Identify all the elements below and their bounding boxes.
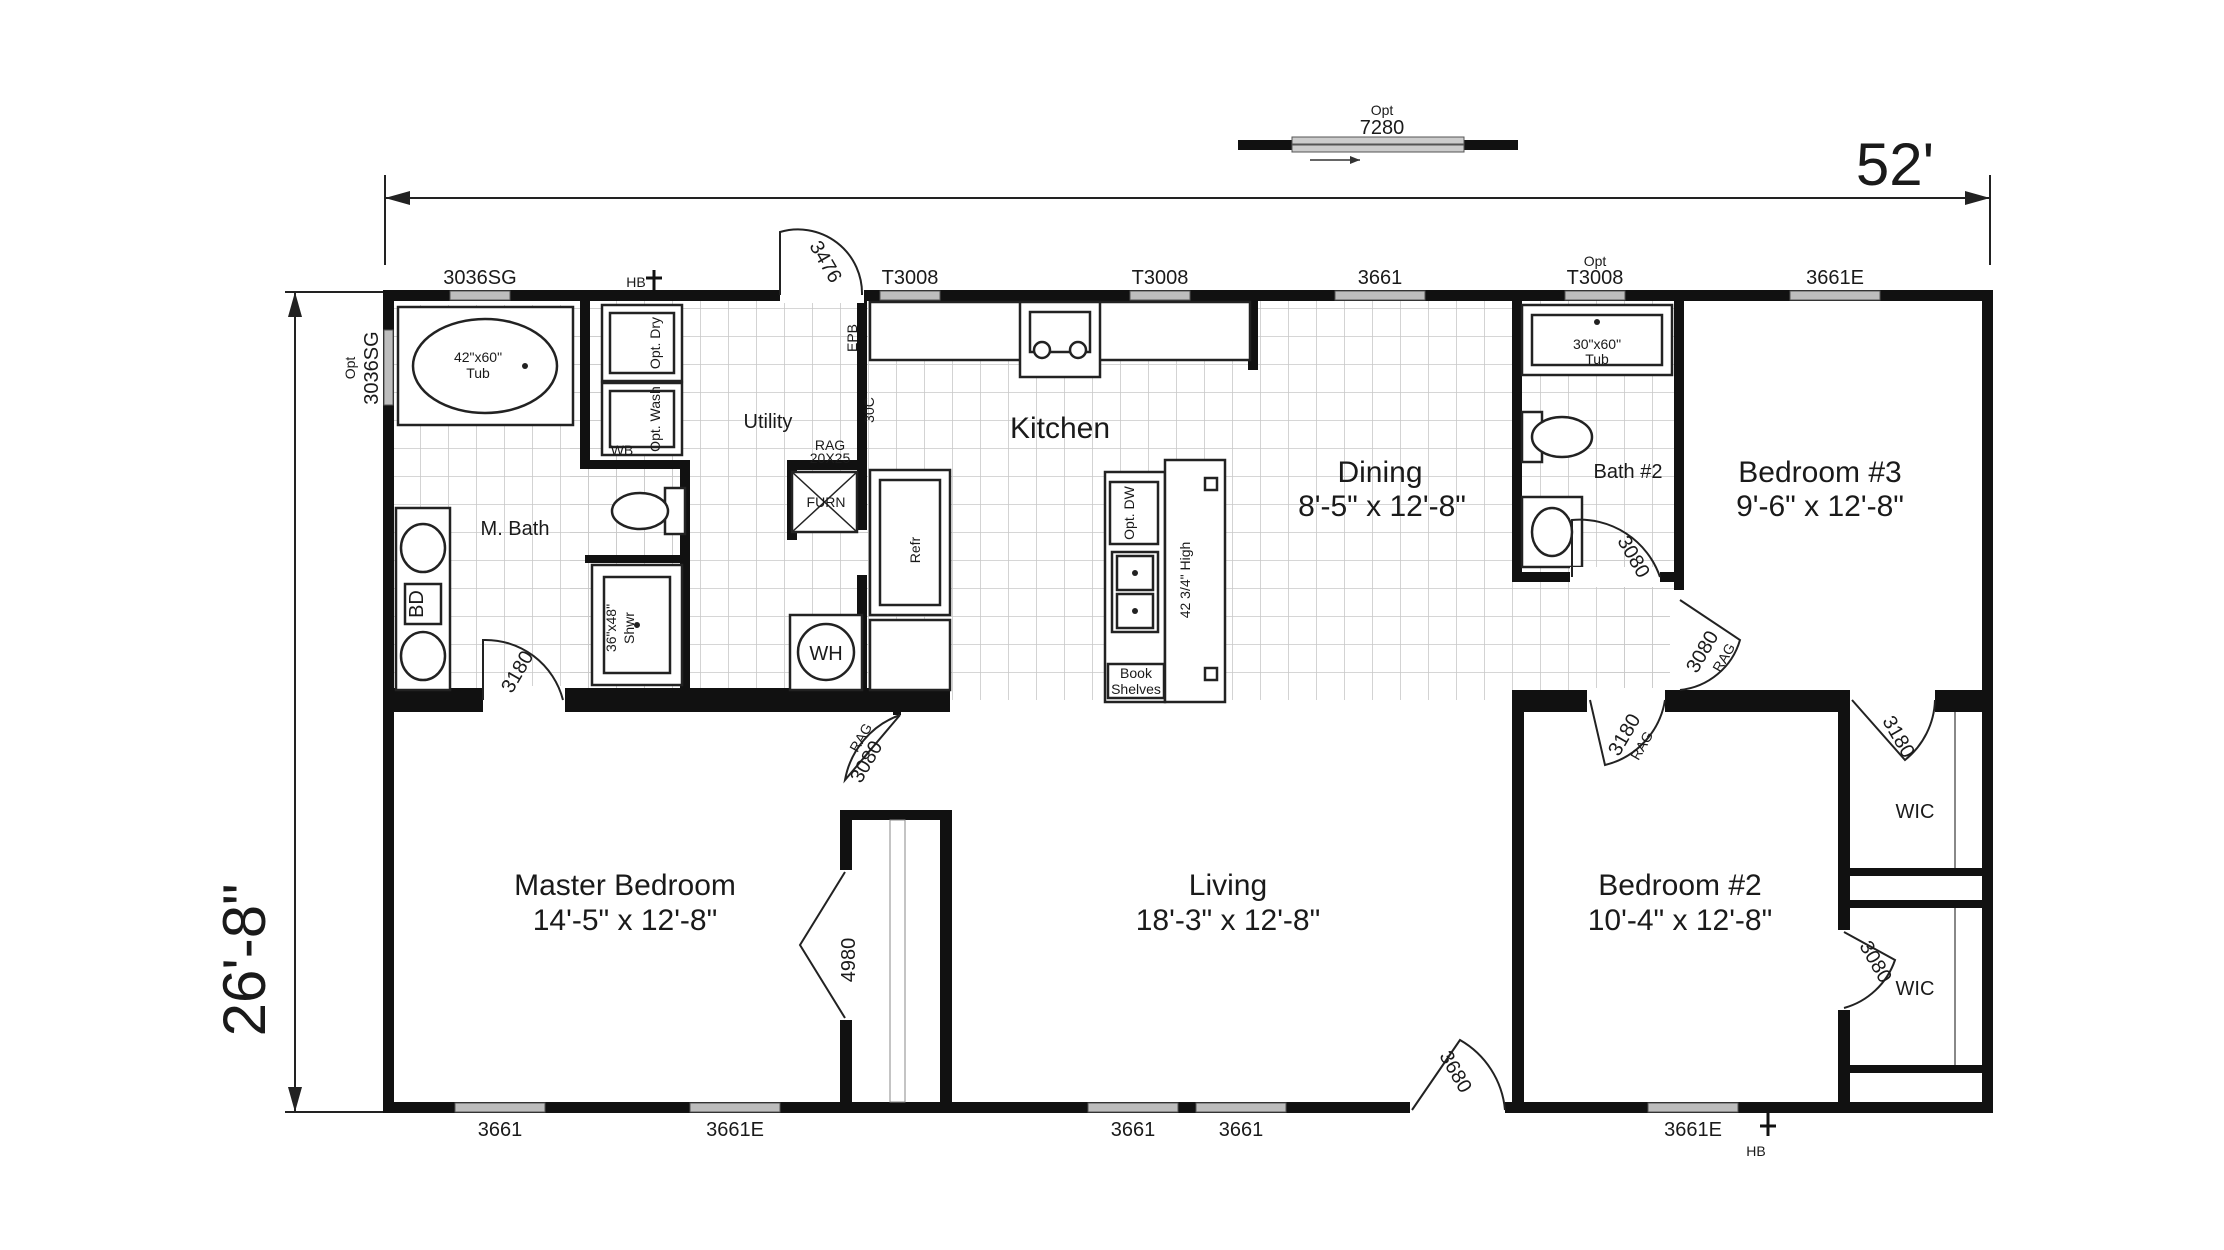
opt-wash-label: Opt. Wash [647,386,663,452]
hb-bottom-label: HB [1746,1143,1765,1159]
book-shelves-label-1: Book [1120,665,1153,681]
wb-label: WB [611,442,634,458]
window-t3008-c: T3008 [1567,267,1624,289]
utility-label: Utility [744,411,793,433]
tub-master-sub: Tub [466,365,490,381]
entry-door-top: 3476 [779,228,864,303]
epb-label: EPB [844,324,860,352]
window-3661-top: 3661 [1358,267,1403,289]
bd-label: BD [406,590,428,618]
tub-bath2-size: 30"x60" [1573,336,1621,352]
door-4980: 4980 [838,938,860,983]
windows-top: 3036SG T3008 T3008 3661 Opt T3008 3661E … [342,253,1881,406]
door-3080-wic: 3080 [1855,937,1896,987]
window-opt-left: Opt [342,357,358,380]
rag-furn-size: 20X25 [810,450,851,466]
hb-top-label: HB [626,274,645,290]
utility-fixtures: Opt. Dry Opt. Wash WB Utility EPB 30C FU… [600,303,877,692]
refr-label: Refr [907,536,923,563]
living-size: 18'-3" x 12'-8" [1136,904,1321,937]
dining-room: Dining 8'-5" x 12'-8" [1298,456,1466,523]
door-30c-label: 30C [861,397,877,423]
interior-walls [383,300,1990,1110]
wic-1-label: WIC [1896,801,1935,823]
window-3661e-bottom-b: 3661E [1664,1119,1722,1141]
bedroom2-size: 10'-4" x 12'-8" [1588,904,1773,937]
opt-7280-door: Opt 7280 [1238,102,1518,164]
tub-master-size: 42"x60" [454,349,502,365]
overall-width-label: 52' [1856,131,1934,198]
bedroom3-size: 9'-6" x 12'-8" [1736,490,1904,523]
shower-sub: Shwr [621,612,637,644]
master-bedroom-size: 14'-5" x 12'-8" [533,904,718,937]
walk-in-closets: WIC WIC 3180 3080 [1836,688,1956,1065]
bath2-fixtures: 30"x60" Tub Bath #2 3080 [1520,303,1674,587]
width-dimension: 52' [384,131,1991,265]
window-3661e-top: 3661E [1806,267,1864,289]
bar-height-label: 42 3/4" High [1177,542,1193,619]
master-bath-fixtures: 42"x60" Tub BD M. Bath 36"x48" Shwr 3180 [394,305,687,714]
window-3036sg-top: 3036SG [443,267,516,289]
window-t3008-b: T3008 [1132,267,1189,289]
book-shelves-label-2: Shelves [1111,681,1161,697]
living-room: Living 18'-3" x 12'-8" 3680 [1136,869,1506,1116]
hose-bibs: HB HB [626,270,1776,1159]
window-t3008-a: T3008 [882,267,939,289]
wic-2-label: WIC [1896,978,1935,1000]
opt-dry-label: Opt. Dry [647,317,663,369]
overall-depth-label: 26'-8" [211,884,278,1037]
window-opt-top: Opt [1584,253,1607,269]
windows-bottom: 3661 3661E 3661 3661 3661E [454,1102,1739,1141]
depth-dimension: 26'-8" [211,291,385,1113]
dining-label: Dining [1337,456,1422,489]
door-3680: 3680 [1435,1047,1476,1097]
window-3661-bottom-b: 3661 [1111,1119,1156,1141]
bedroom3: Bedroom #3 9'-6" x 12'-8" 3080 RAG [1670,456,1904,691]
bedroom2: Bedroom #2 10'-4" x 12'-8" 3180 RAG [1587,688,1772,937]
opt-7280-label: 7280 [1360,117,1405,139]
window-3661-bottom-a: 3661 [478,1119,523,1141]
furn-label: FURN [807,494,846,510]
living-label: Living [1189,869,1267,902]
bedroom3-label: Bedroom #3 [1738,456,1901,489]
bath2-label: Bath #2 [1594,461,1663,483]
shower-size: 36"x48" [603,604,619,652]
bedroom2-label: Bedroom #2 [1598,869,1761,902]
opt-dw-label: Opt. DW [1121,485,1137,539]
wh-label: WH [809,643,842,665]
kitchen-fixtures: Refr Kitchen Opt. DW Book Shelves 42 3/4… [868,300,1252,704]
window-3661-bottom-c: 3661 [1219,1119,1264,1141]
master-bedroom-label: Master Bedroom [514,869,736,902]
master-bath-label: M. Bath [481,518,550,540]
rag-furn-label: RAG [815,437,845,453]
dining-size: 8'-5" x 12'-8" [1298,490,1466,523]
tub-bath2-sub: Tub [1585,351,1609,367]
opt-7280-opt: Opt [1371,102,1394,118]
window-3661e-bottom-a: 3661E [706,1119,764,1141]
kitchen-label: Kitchen [1010,412,1110,445]
window-3036sg-left: 3036SG [361,331,383,404]
